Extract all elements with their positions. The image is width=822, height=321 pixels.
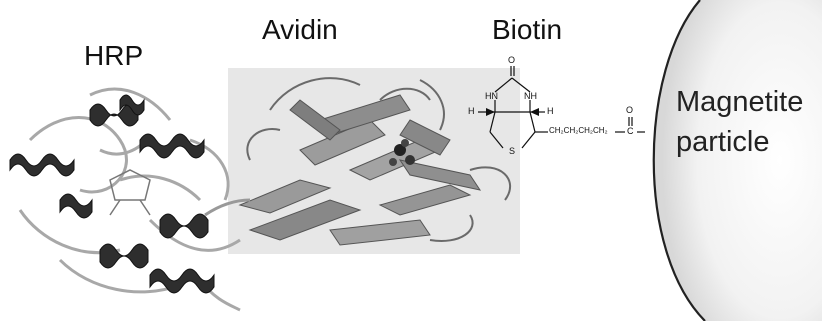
biotin-chain: CH₂CH₂CH₂CH₂ xyxy=(549,126,608,135)
biotin-oxygen-top: O xyxy=(508,55,515,65)
magnetite-label-line2: particle xyxy=(676,122,803,162)
biotin-carbonyl-o: O xyxy=(626,105,633,115)
biotin-nh-left: HN xyxy=(485,91,498,101)
biotin-nh-right: NH xyxy=(524,91,537,101)
magnetite-particle-label: Magnetite particle xyxy=(676,82,803,162)
biotin-h-left: H xyxy=(468,106,475,116)
biotin-sulfur: S xyxy=(509,146,515,156)
biotin-carbonyl-c: C xyxy=(627,126,634,136)
magnetite-label-line1: Magnetite xyxy=(676,82,803,122)
biotin-h-right: H xyxy=(547,106,554,116)
hrp-label: HRP xyxy=(84,40,143,72)
avidin-label: Avidin xyxy=(262,14,338,46)
biotin-label: Biotin xyxy=(492,14,562,46)
